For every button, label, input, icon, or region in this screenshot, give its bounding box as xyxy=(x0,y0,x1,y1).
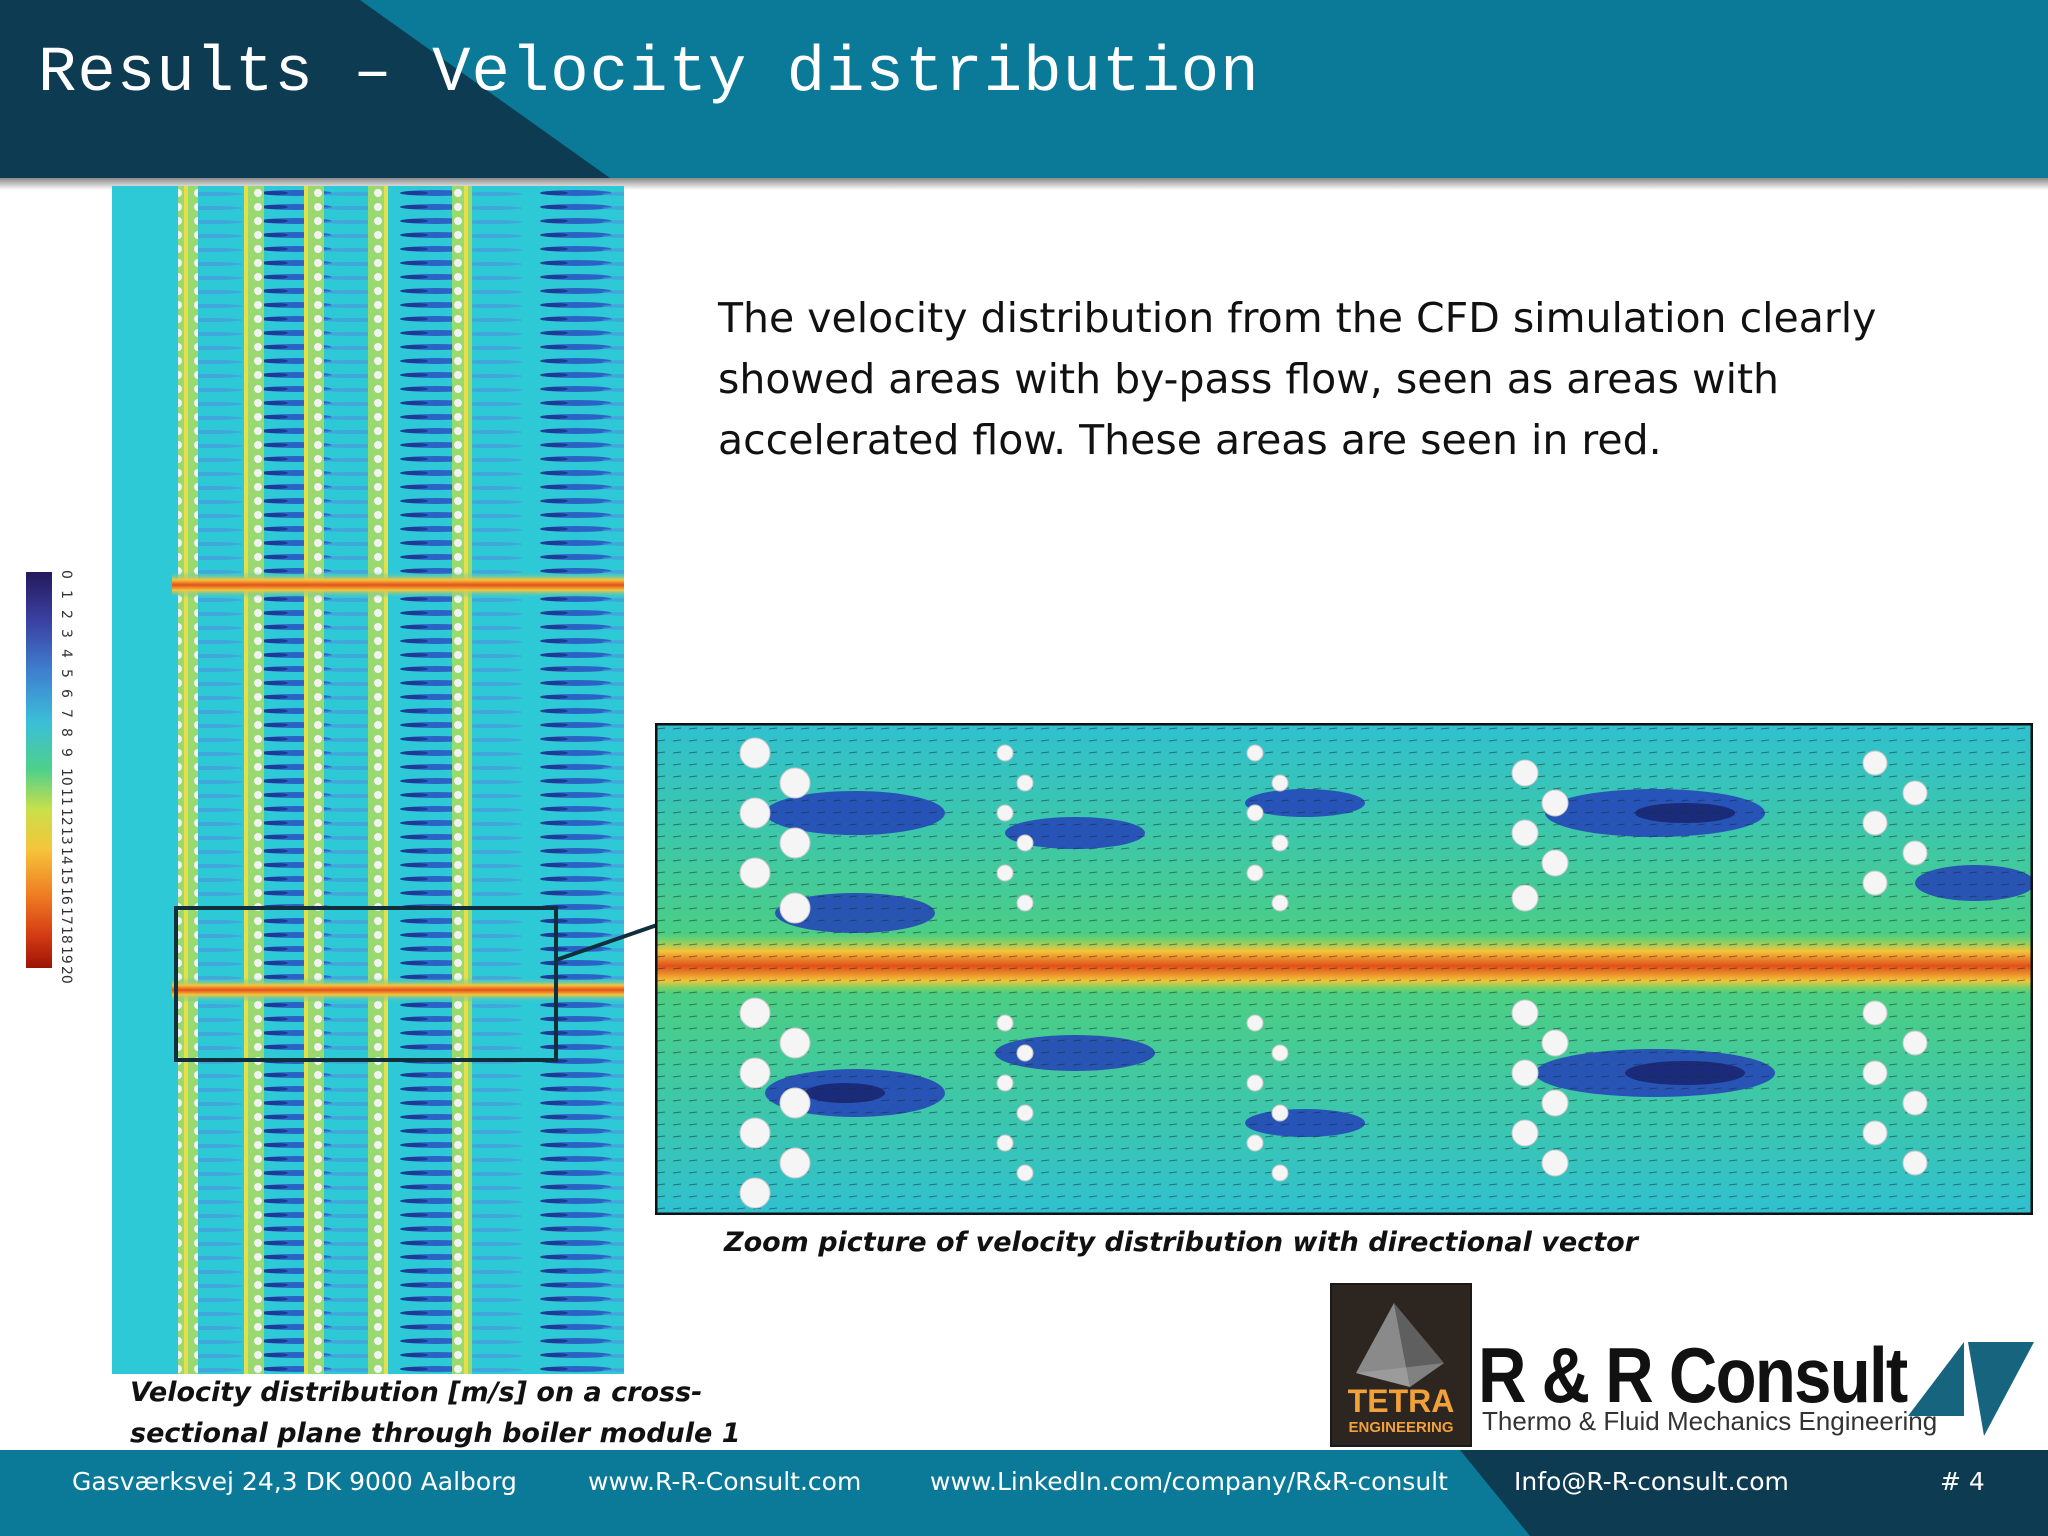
colorbar-tick-label: 20 xyxy=(58,966,74,984)
rr-consult-tagline: Thermo & Fluid Mechanics Engineering xyxy=(1482,1406,1938,1436)
footer-bar: Gasværksvej 24,3 DK 9000 Aalborg www.R-R… xyxy=(0,1450,2048,1536)
colorbar-tick-label: 13 xyxy=(58,827,74,846)
colorbar-tick-label: 19 xyxy=(58,946,74,965)
colorbar-tick-label: 15 xyxy=(58,867,74,885)
tetra-logo-line2: ENGINEERING xyxy=(1348,1419,1454,1436)
colorbar-tick-label: 5 xyxy=(58,669,74,678)
zoom-connector-line xyxy=(555,922,661,962)
footer-address: Gasværksvej 24,3 DK 9000 Aalborg xyxy=(72,1467,517,1496)
colorbar-tick-label: 11 xyxy=(58,787,74,806)
cfd-zoom-figure xyxy=(655,723,2033,1215)
colorbar-tick-label: 0 xyxy=(58,570,74,579)
footer-dark-shape xyxy=(1460,1450,2048,1536)
colorbar-tick-label: 8 xyxy=(58,728,74,738)
footer-email-link[interactable]: Info@R-R-consult.com xyxy=(1514,1467,1789,1496)
tetra-engineering-logo: TETRA ENGINEERING xyxy=(1330,1283,1472,1447)
page-title: Results – Velocity distribution xyxy=(38,38,1260,110)
rr-consult-triangle-icon xyxy=(1908,1342,2034,1436)
colorbar-tick-label: 3 xyxy=(58,629,74,639)
zoom-figure-caption: Zoom picture of velocity distribution wi… xyxy=(724,1227,1638,1258)
footer-website-link[interactable]: www.R-R-Consult.com xyxy=(588,1467,862,1496)
colorbar-tick-label: 9 xyxy=(58,748,74,758)
colorbar-tick-label: 16 xyxy=(58,886,74,905)
colorbar-tick-label: 17 xyxy=(58,906,74,925)
colorbar-tick-label: 4 xyxy=(58,649,74,659)
rr-consult-logo-name: R & R Consult xyxy=(1478,1331,1908,1419)
colorbar xyxy=(26,572,52,968)
header-dark-shape xyxy=(0,0,610,178)
tetra-pyramid-icon xyxy=(1356,1303,1444,1387)
colorbar-tick-label: 7 xyxy=(58,708,74,718)
body-paragraph: The velocity distribution from the CFD s… xyxy=(718,294,1877,464)
colorbar-tick-label: 1 xyxy=(58,589,74,599)
header-bar: Results – Velocity distribution xyxy=(0,0,2048,178)
colorbar-tick-label: 2 xyxy=(58,609,74,619)
colorbar-tick-label: 12 xyxy=(58,807,74,826)
colorbar-tick-label: 18 xyxy=(58,926,74,945)
tetra-logo-line1: TETRA xyxy=(1347,1383,1455,1419)
left-figure-caption: Velocity distribution [m/s] on a cross-s… xyxy=(130,1377,741,1449)
page-number: # 4 xyxy=(1940,1467,1985,1496)
colorbar-tick-label: 6 xyxy=(58,688,74,698)
cfd-cross-section-figure xyxy=(112,186,624,1374)
colorbar-tick-label: 10 xyxy=(58,768,74,786)
footer-linkedin-link[interactable]: www.LinkedIn.com/company/R&R-consult xyxy=(930,1467,1448,1496)
colorbar-tick-label: 14 xyxy=(58,847,74,866)
